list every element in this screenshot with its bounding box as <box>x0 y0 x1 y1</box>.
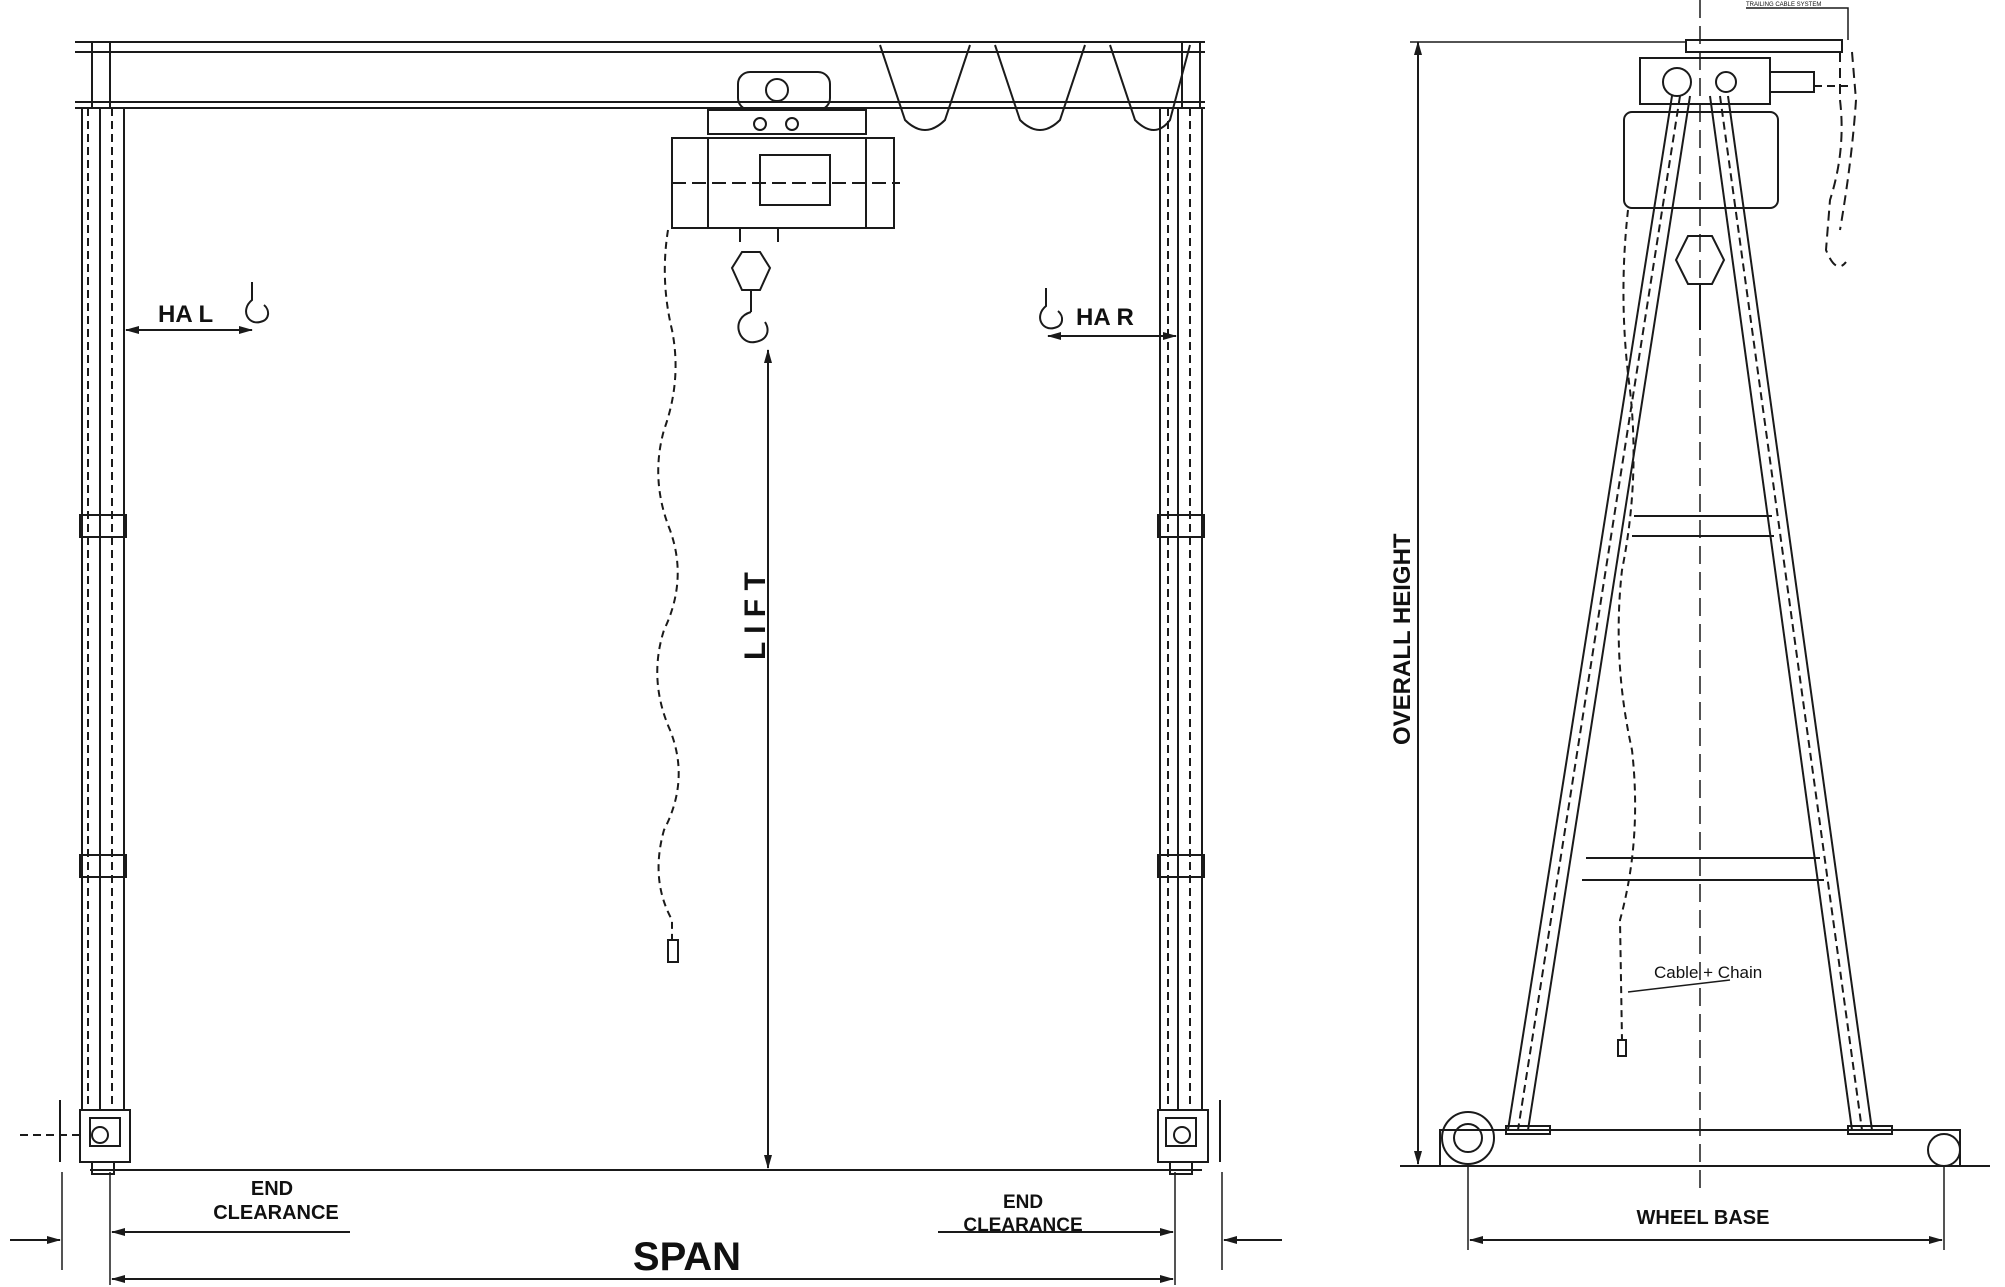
pendant-cable <box>656 229 680 940</box>
right-leg <box>1157 108 1221 1175</box>
hoist-trolley <box>671 71 900 242</box>
side-a-frame <box>1507 95 1873 1131</box>
pendant-control <box>667 939 679 963</box>
side-hoist-box <box>1623 111 1779 209</box>
left-leg <box>20 108 131 1175</box>
cable-chain-label: Cable + Chain <box>1654 963 1762 982</box>
lift-label: L I F T <box>739 572 772 660</box>
end-clearance-right-line2: CLEARANCE <box>963 1215 1082 1236</box>
cable-chain-leader <box>1627 979 1731 993</box>
ha-left-label: HA L <box>158 301 213 328</box>
side-base <box>1400 1111 1990 1167</box>
side-top-beam <box>1685 39 1843 53</box>
ha-right-label: HA R <box>1076 304 1134 331</box>
end-clearance-left-line1: END <box>251 1178 293 1200</box>
side-hook-block <box>1674 235 1726 285</box>
ha-right-hook-icon <box>1039 288 1064 330</box>
hook-block <box>730 251 772 344</box>
end-clearance-left-line2: CLEARANCE <box>213 1202 339 1224</box>
side-pendant-cable <box>1617 209 1637 1041</box>
overall-height-label: OVERALL HEIGHT <box>1389 533 1416 745</box>
trailing-cable <box>1824 52 1847 268</box>
end-clearance-right-line1: END <box>1003 1192 1043 1213</box>
trailing-cable-tiny-label: TRAILING CABLE SYSTEM <box>1746 2 1821 8</box>
festoon-cable-loops <box>879 44 1191 131</box>
span-label: SPAN <box>633 1235 741 1279</box>
ha-left-hook-icon <box>245 282 270 324</box>
main-girder <box>75 41 1205 109</box>
wheel-base-label: WHEEL BASE <box>1637 1207 1770 1229</box>
